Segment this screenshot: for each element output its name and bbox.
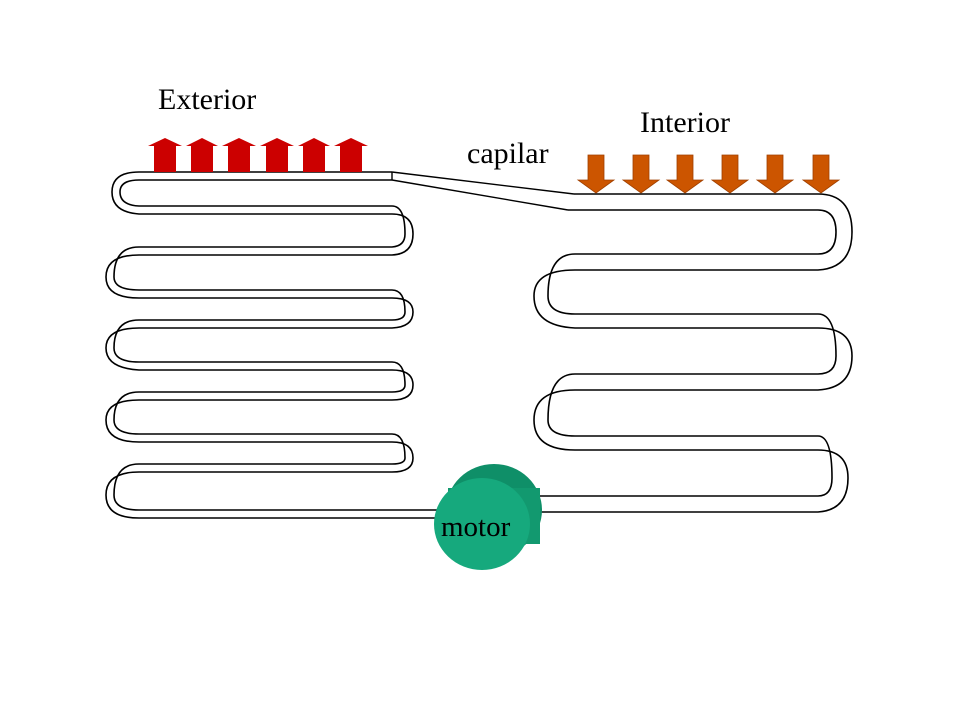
- interior-arrow: [576, 154, 616, 194]
- exterior-arrow: [222, 138, 256, 172]
- exterior-arrows: [148, 138, 368, 172]
- exterior-arrow: [186, 138, 218, 172]
- capillary-tube: [391, 171, 575, 211]
- interior-coil: [533, 193, 853, 513]
- capillary-label: capilar: [467, 137, 549, 170]
- exterior-arrow: [334, 138, 368, 172]
- motor-front: [434, 478, 530, 570]
- interior-label: Interior: [640, 106, 730, 139]
- exterior-coil-outer: [105, 171, 450, 519]
- interior-arrow: [710, 154, 750, 194]
- exterior-arrow: [298, 138, 330, 172]
- interior-arrows: [576, 154, 841, 194]
- exterior-arrow: [148, 138, 182, 172]
- exterior-arrow: [260, 138, 294, 172]
- exterior-coil-inner: [113, 179, 450, 511]
- interior-arrow: [755, 154, 795, 194]
- interior-coil-inner: [540, 209, 837, 497]
- exterior-coil: [105, 171, 450, 519]
- interior-arrow: [621, 154, 661, 194]
- exterior-label: Exterior: [158, 83, 257, 116]
- interior-coil-outer: [533, 193, 853, 513]
- interior-arrow: [665, 154, 705, 194]
- motor-compressor: [434, 464, 542, 570]
- interior-arrow: [801, 154, 841, 194]
- motor-label: motor: [441, 511, 511, 543]
